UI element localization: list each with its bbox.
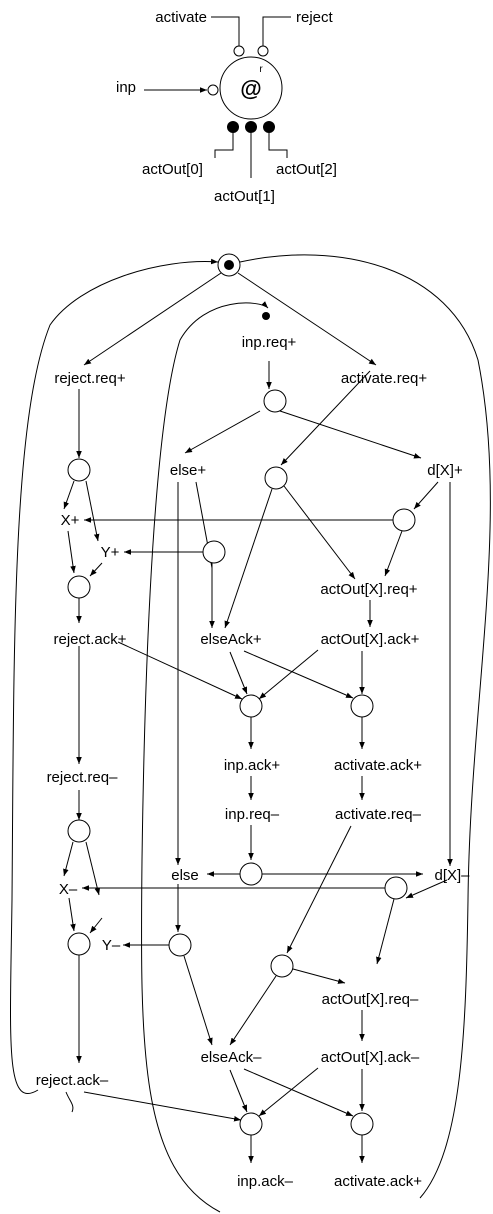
- place: [270, 954, 294, 978]
- place: [263, 389, 287, 413]
- place: [350, 694, 374, 718]
- place: [67, 575, 91, 599]
- label-reject-req-plus: reject.req+: [54, 370, 126, 387]
- label-activate-req-plus: activate.req+: [341, 370, 428, 387]
- token: [262, 312, 270, 320]
- component-corner-mark: r: [259, 64, 263, 75]
- inp-port: [207, 84, 219, 96]
- inp-port-label: inp: [116, 79, 136, 96]
- label-else-plus: else+: [170, 462, 207, 479]
- label-inp-ack-minus: inp.ack–: [237, 1173, 294, 1190]
- label-activate-ack-plus: activate.ack+: [334, 757, 422, 774]
- arcs: [9, 254, 491, 1213]
- component-body: [219, 56, 283, 120]
- initial-marked-place: [217, 253, 241, 277]
- actout2-label: actOut[2]: [276, 161, 337, 178]
- label-y-plus: Y+: [101, 544, 120, 561]
- label-reject-ack-minus: reject.ack–: [36, 1072, 109, 1089]
- label-reject-req-minus: reject.req–: [47, 769, 119, 786]
- place: [384, 876, 408, 900]
- actout0-label: actOut[0]: [142, 161, 203, 178]
- place: [202, 540, 226, 564]
- label-y-minus: Y–: [102, 937, 121, 954]
- label-activate-req-minus: activate.req–: [335, 806, 422, 823]
- transition-labels: inp.req+ activate.req+ reject.req+ else+…: [36, 334, 470, 1190]
- actout2-port: [263, 121, 275, 133]
- label-inp-ack-plus: inp.ack+: [224, 757, 281, 774]
- label-actout-req-minus: actOut[X].req–: [322, 991, 419, 1008]
- places: [67, 389, 416, 1136]
- label-else-minus: else: [171, 867, 199, 884]
- place: [350, 1112, 374, 1136]
- actout0-port: [227, 121, 239, 133]
- place: [67, 932, 91, 956]
- label-inp-req-plus: inp.req+: [242, 334, 297, 351]
- component-symbol: @ r activate reject inp actOut[0] actOut…: [116, 9, 337, 205]
- activate-port: [233, 45, 245, 57]
- place: [239, 694, 263, 718]
- label-activate-ack-final: activate.ack+: [334, 1173, 422, 1190]
- place: [67, 458, 91, 482]
- actout1-port: [245, 121, 257, 133]
- place: [264, 466, 288, 490]
- label-inp-req-minus: inp.req–: [225, 806, 280, 823]
- label-elseack-minus: elseAck–: [201, 1049, 263, 1066]
- label-dx-plus: d[X]+: [427, 462, 463, 479]
- token: [224, 260, 234, 270]
- reject-port: [257, 45, 269, 57]
- label-reject-ack-plus: reject.ack+: [54, 631, 127, 648]
- place: [168, 933, 192, 957]
- component-glyph: @: [240, 76, 261, 101]
- activate-port-label: activate: [155, 9, 207, 26]
- place: [67, 819, 91, 843]
- place: [239, 862, 263, 886]
- label-actout-req-plus: actOut[X].req+: [320, 581, 417, 598]
- place: [392, 508, 416, 532]
- label-dx-minus: d[X]–: [434, 867, 470, 884]
- actout1-label: actOut[1]: [214, 188, 275, 205]
- label-elseack-plus: elseAck+: [200, 631, 262, 648]
- label-actout-ack-minus: actOut[X].ack–: [321, 1049, 420, 1066]
- label-x-minus: X–: [59, 881, 78, 898]
- label-x-plus: X+: [61, 512, 80, 529]
- reject-port-label: reject: [296, 9, 334, 26]
- label-actout-ack-plus: actOut[X].ack+: [321, 631, 420, 648]
- place: [239, 1112, 263, 1136]
